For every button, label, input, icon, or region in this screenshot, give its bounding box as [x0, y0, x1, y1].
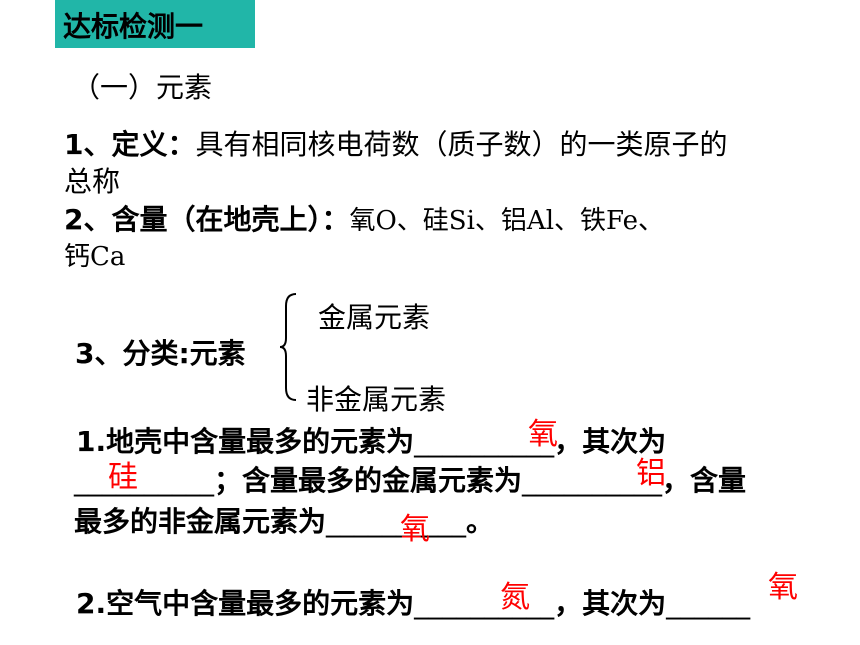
- question-1-end: 。: [466, 505, 495, 538]
- section-heading: （一）元素: [72, 71, 213, 104]
- question-1-row-1: 1.地壳中含量最多的元素为__________，其次为: [76, 420, 666, 460]
- answer-blank: __________: [74, 464, 214, 497]
- answer-oxygen-3: 氧: [768, 570, 798, 605]
- content-line: 2、含量（在地壳上）：氧O、硅Si、铝Al、铁Fe、: [64, 198, 664, 238]
- metal-elements-item: 金属元素: [318, 301, 431, 334]
- answer-blank: __________: [414, 425, 555, 458]
- content-text: 氧O、硅Si、铝Al、铁Fe、: [349, 206, 665, 236]
- question-1-row-2: __________；含量最多的金属元素为__________，含量: [74, 459, 746, 499]
- classification-label: 3、分类:元素: [75, 337, 246, 370]
- answer-blank: __________: [522, 464, 663, 497]
- question-1-text: 1.地壳中含量最多的元素为: [76, 425, 415, 458]
- question-2-row: 2.空气中含量最多的元素为__________，其次为______: [76, 582, 750, 622]
- content-label: 2、含量（在地壳上）：: [64, 203, 350, 236]
- answer-blank: ______: [666, 587, 751, 620]
- answer-oxygen-2: 氧: [400, 512, 430, 547]
- content-text-cont: 钙Ca: [64, 242, 126, 272]
- answer-silicon: 硅: [108, 460, 138, 495]
- answer-blank: __________: [414, 587, 555, 620]
- question-2-text: 2.空气中含量最多的元素为: [76, 587, 415, 620]
- answer-oxygen: 氧: [528, 417, 558, 452]
- definition-text-cont: 总称: [64, 165, 121, 198]
- definition-label: 1、定义：: [64, 128, 196, 161]
- question-1-mid: ；含量最多的金属元素为: [214, 464, 523, 497]
- title-banner: [55, 0, 255, 48]
- question-1-row-3: 最多的非金属元素为__________。: [74, 500, 494, 540]
- definition-line: 1、定义：具有相同核电荷数（质子数）的一类原子的: [64, 123, 728, 163]
- nonmetal-elements-item: 非金属元素: [306, 383, 447, 416]
- brace-icon: [279, 293, 297, 401]
- question-2-after: ，其次为: [554, 587, 667, 620]
- question-1-after: ，其次为: [554, 425, 667, 458]
- answer-blank: __________: [326, 505, 467, 538]
- question-1-row-3-text: 最多的非金属元素为: [74, 505, 327, 538]
- page-title: 达标检测一: [63, 10, 204, 43]
- question-1-after-2: ，含量: [662, 464, 747, 497]
- answer-nitrogen: 氮: [500, 580, 530, 615]
- answer-aluminum: 铝: [636, 456, 666, 491]
- definition-text: 具有相同核电荷数（质子数）的一类原子的: [195, 128, 728, 161]
